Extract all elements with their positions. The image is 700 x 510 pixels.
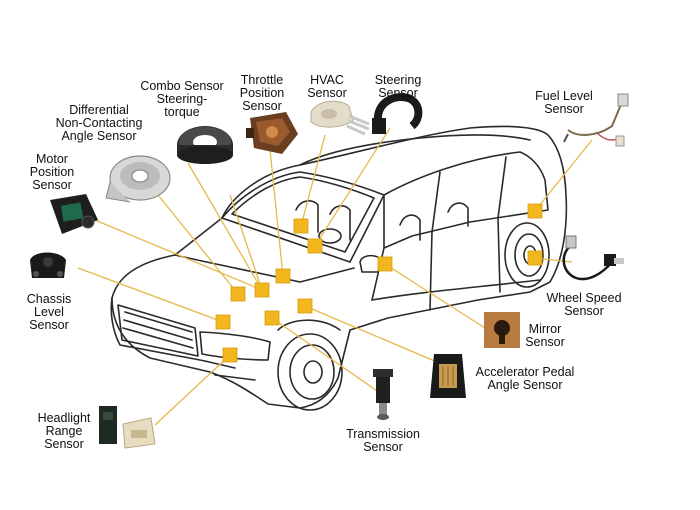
car-outline-icon [110,125,568,411]
marker-differential [230,286,246,302]
marker-throttle [275,268,291,284]
marker-fuel [527,203,543,219]
leader-mirror [384,263,489,331]
label-fuel-sensor: Fuel Level Sensor [535,89,593,116]
accelerator-pedal-sensor-icon [430,354,466,398]
label-transmission-sensor: Transmission Sensor [346,427,420,454]
label-mirror-sensor: Mirror Sensor [525,322,565,349]
chassis-level-sensor-icon [30,252,66,278]
marker-chassis [215,314,231,330]
leader-motor [94,219,263,291]
leader-transmission [271,317,384,396]
leader-combo-2 [229,194,263,291]
mirror-sensor-icon [484,312,520,348]
marker-steering [307,238,323,254]
leader-hvac [300,134,326,227]
label-headlight-sensor: Headlight Range Sensor [37,411,91,451]
label-differential-sensor: Differential Non-Contacting Angle Sensor [55,103,143,143]
motor-position-sensor-icon [50,194,98,234]
leader-combo [187,162,263,291]
steering-sensor-icon [372,93,423,134]
marker-combo [254,282,270,298]
throttle-position-sensor-icon [246,112,298,154]
differential-angle-sensor-icon [105,155,171,203]
transmission-sensor-icon [373,369,393,420]
marker-transmission [264,310,280,326]
leader-steering [314,127,391,247]
label-hvac-sensor: HVAC Sensor [307,73,347,100]
label-steering-sensor: Steering Sensor [374,73,422,100]
hvac-sensor-icon [310,100,370,136]
marker-headlight [222,347,238,363]
leader-throttle [269,149,284,277]
leader-fuel [534,139,593,212]
marker-mirror [377,256,393,272]
leader-lines [77,127,593,426]
marker-accelerator [297,298,313,314]
wheel-speed-sensor-icon [562,235,624,281]
leader-accelerator [304,305,445,366]
leader-chassis [77,267,224,323]
sensor-markers [215,203,543,363]
label-combo-sensor: Combo Sensor Steering- torque [140,79,224,119]
marker-wheel [527,250,543,266]
label-motor-sensor: Motor Position Sensor [29,152,75,192]
leader-differential [149,184,239,295]
label-chassis-sensor: Chassis Level Sensor [26,292,72,332]
combo-sensor-icon [177,126,233,164]
fuel-level-sensor-icon [563,93,629,147]
headlight-range-sensor-icon [99,406,156,449]
label-throttle-sensor: Throttle Position Sensor [239,73,285,113]
marker-hvac [293,218,309,234]
label-accelerator-sensor: Accelerator Pedal Angle Sensor [475,365,575,392]
label-wheel-sensor: Wheel Speed Sensor [546,291,622,318]
leader-headlight [154,354,231,426]
